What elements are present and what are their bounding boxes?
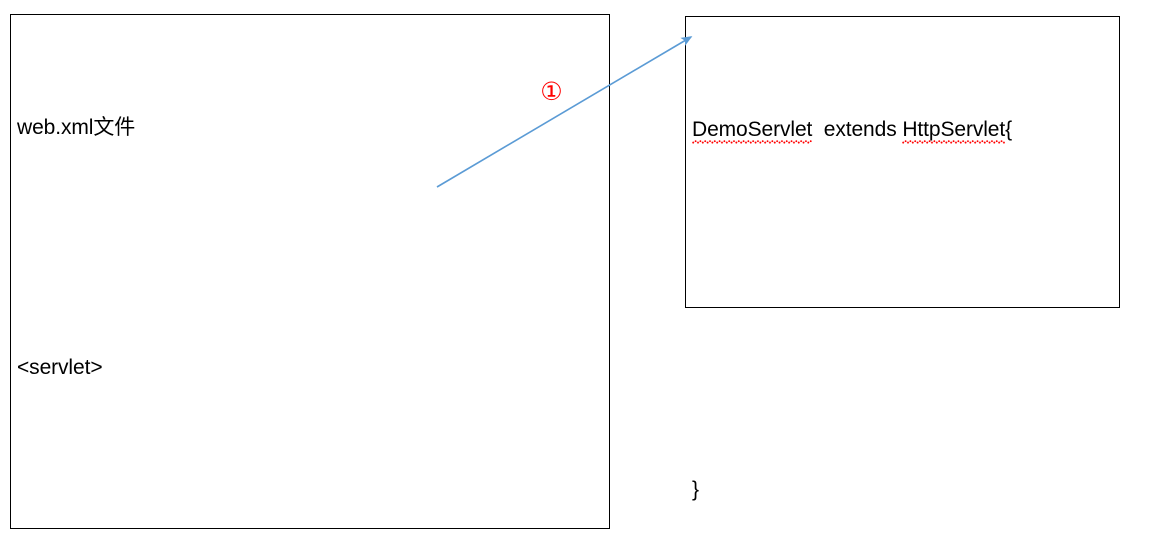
webxml-code-block: web.xml文件 <servlet> <servlet-name>demo</… (17, 23, 607, 553)
webxml-box: web.xml文件 <servlet> <servlet-name>demo</… (10, 14, 610, 529)
servlet-class-box: DemoServlet extends HttpServlet{ } (685, 16, 1120, 501)
servlet-extends-keyword: extends (812, 118, 903, 141)
servlet-super-class: HttpServlet (902, 115, 1005, 145)
servlet-code-block: DemoServlet extends HttpServlet{ } (692, 25, 1117, 553)
servlet-open-brace: { (1005, 118, 1013, 141)
webxml-line-title: web.xml文件 (17, 116, 136, 139)
webxml-line-blank-1 (17, 233, 607, 263)
servlet-close-brace: } (692, 478, 699, 501)
webxml-line-servlet-open: <servlet> (17, 356, 103, 379)
servlet-line-blank-2 (692, 355, 1117, 385)
servlet-line-blank-1 (692, 235, 1117, 265)
servlet-signature-line: DemoServlet extends HttpServlet{ (692, 115, 1117, 145)
servlet-class-name: DemoServlet (692, 115, 813, 145)
annotation-marker-circled-one: ① (540, 77, 563, 106)
webxml-line-blank-2 (17, 473, 607, 503)
